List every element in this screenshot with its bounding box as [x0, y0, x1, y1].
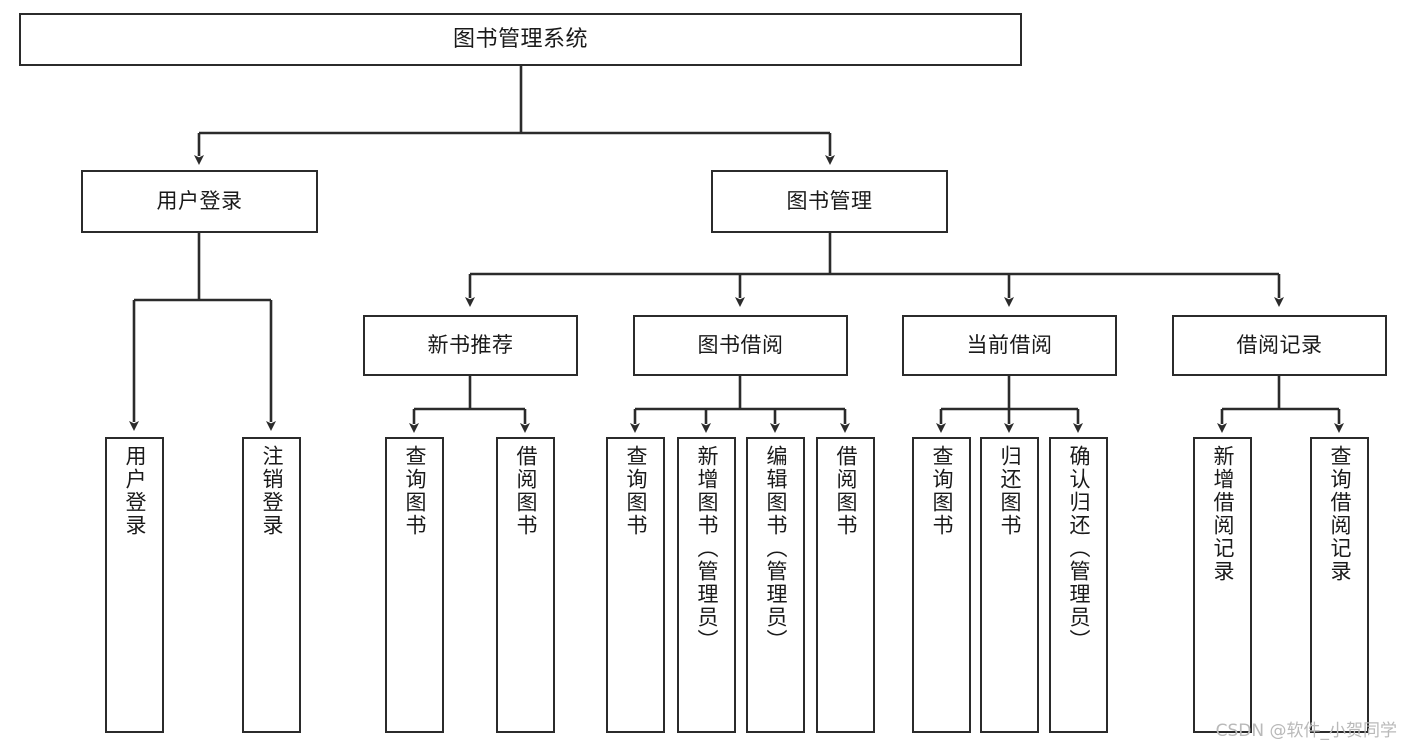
node-user-login[interactable]: 用户登录	[81, 170, 318, 233]
node-label: 新增借阅记录	[1211, 445, 1235, 583]
leaf-user-login[interactable]: 用户登录	[105, 437, 164, 733]
leaf-record-add-borrow-record[interactable]: 新增借阅记录	[1193, 437, 1252, 733]
node-label: 查询借阅记录	[1328, 445, 1352, 583]
csdn-watermark: CSDN @软件_小贺同学	[1215, 721, 1397, 741]
leaf-new-book-borrow-book[interactable]: 借阅图书	[496, 437, 555, 733]
node-label: 当前借阅	[966, 333, 1053, 358]
node-new-book-recommend[interactable]: 新书推荐	[363, 315, 578, 376]
leaf-current-confirm-return-admin[interactable]: 确认归还（管理员）	[1049, 437, 1108, 733]
node-label: 归还图书	[998, 445, 1022, 537]
node-label: 查询图书	[930, 445, 954, 537]
node-label: 用户登录	[123, 445, 147, 537]
node-label: 借阅图书	[514, 445, 538, 537]
leaf-borrow-query-book[interactable]: 查询图书	[606, 437, 665, 733]
leaf-borrow-borrow-book[interactable]: 借阅图书	[816, 437, 875, 733]
leaf-borrow-add-book-admin[interactable]: 新增图书（管理员）	[677, 437, 736, 733]
leaf-new-book-query-book[interactable]: 查询图书	[385, 437, 444, 733]
leaf-borrow-edit-book-admin[interactable]: 编辑图书（管理员）	[746, 437, 805, 733]
leaf-logout-login[interactable]: 注销登录	[242, 437, 301, 733]
node-label: 查询图书	[403, 445, 427, 537]
node-borrow-record[interactable]: 借阅记录	[1172, 315, 1387, 376]
leaf-current-return-book[interactable]: 归还图书	[980, 437, 1039, 733]
node-label: 编辑图书（管理员）	[764, 445, 788, 652]
node-label: 查询图书	[624, 445, 648, 537]
node-label: 图书管理系统	[452, 26, 588, 52]
node-label: 用户登录	[156, 189, 243, 214]
node-label: 图书借阅	[697, 333, 784, 358]
node-label: 新书推荐	[427, 333, 514, 358]
node-label: 借阅图书	[834, 445, 858, 537]
node-current-borrow[interactable]: 当前借阅	[902, 315, 1117, 376]
node-book-management[interactable]: 图书管理	[711, 170, 948, 233]
node-label: 新增图书（管理员）	[695, 445, 719, 652]
node-book-borrow[interactable]: 图书借阅	[633, 315, 848, 376]
node-label: 图书管理	[786, 189, 873, 214]
node-label: 确认归还（管理员）	[1067, 445, 1091, 652]
node-root-book-management-system[interactable]: 图书管理系统	[19, 13, 1022, 66]
node-label: 借阅记录	[1236, 333, 1323, 358]
node-label: 注销登录	[260, 445, 284, 537]
leaf-current-query-book[interactable]: 查询图书	[912, 437, 971, 733]
leaf-record-query-borrow-record[interactable]: 查询借阅记录	[1310, 437, 1369, 733]
